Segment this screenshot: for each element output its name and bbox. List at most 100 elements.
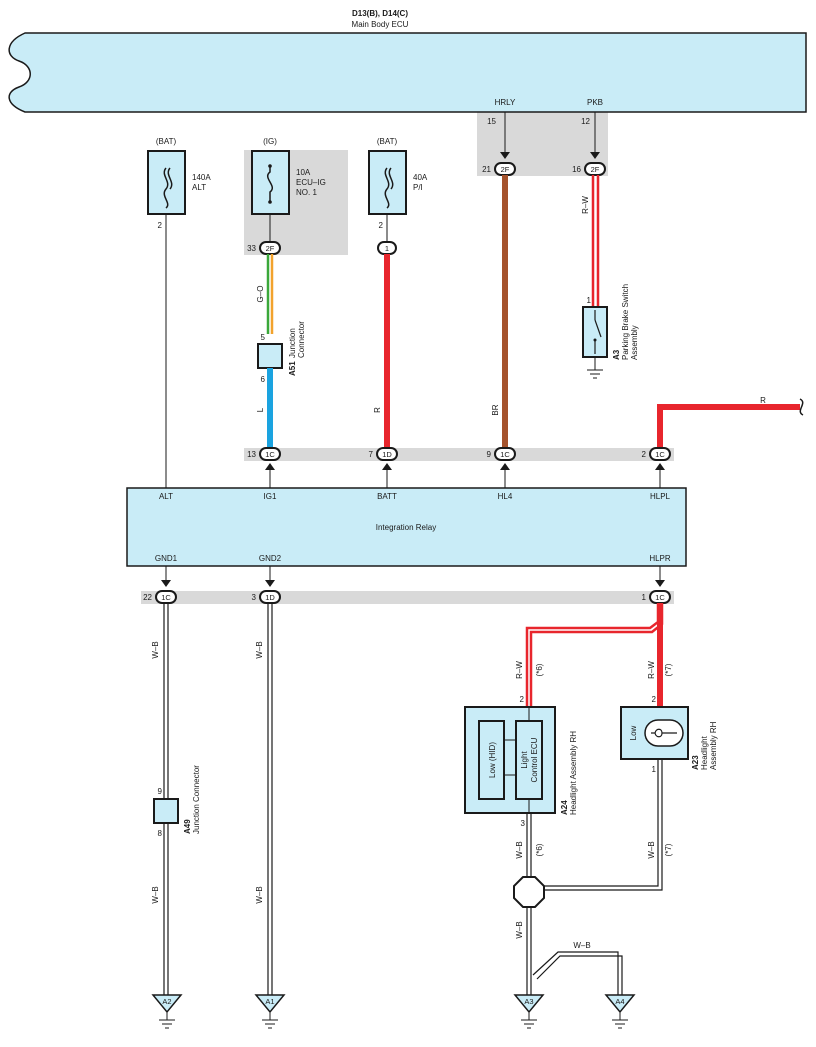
a24-name: Headlight Assembly RH	[569, 731, 578, 815]
a23-pin-bottom: 1	[652, 765, 657, 774]
wire-label-pi-r: R	[373, 407, 382, 413]
fuse-alt-source: (BAT)	[156, 137, 177, 146]
wire-label-go: G–O	[256, 286, 265, 303]
arrow-icon	[265, 463, 665, 470]
wire-label-a24-wb: W–B	[515, 841, 524, 858]
ecu-banner	[8, 32, 807, 113]
ground-a4: A4	[604, 994, 636, 1029]
fuse-pi	[368, 150, 407, 215]
ground-a3: A3	[513, 994, 545, 1029]
connector-1-pi: 1	[377, 241, 397, 255]
a24-ecu-label-2: Control ECU	[530, 737, 539, 782]
pkb-name-2: Assembly	[630, 325, 639, 360]
wire-break-icon	[799, 398, 804, 416]
relay-connector-pin-22: 22	[143, 593, 152, 602]
svg-text:1: 1	[385, 244, 389, 253]
pkb-switch-pin: 1	[587, 296, 592, 305]
arrow-icon	[590, 152, 600, 159]
a49-pin-bottom: 8	[158, 829, 163, 838]
svg-text:2F: 2F	[266, 244, 275, 253]
fuse-ig-source: (IG)	[263, 137, 277, 146]
relay-connector-pin-7: 7	[369, 450, 374, 459]
wire-a4-wb	[532, 951, 623, 995]
relay-pin-hlpl: HLPL	[650, 492, 671, 501]
relay-connector-22: 1C	[155, 590, 177, 604]
wire-pkb-rw	[591, 175, 600, 307]
relay-pin-hl4: HL4	[498, 492, 513, 501]
a23-name-1: Headlight	[700, 735, 709, 770]
a23-id: A23	[691, 755, 700, 770]
svg-text:1D: 1D	[265, 593, 275, 602]
wire-label-a23-rw: R–W	[647, 661, 656, 679]
fuse-ig-name-2: NO. 1	[296, 188, 317, 197]
relay-pin-hlpr: HLPR	[649, 554, 671, 563]
connector-2f-pkb: 2F	[584, 162, 606, 176]
fuse-alt-pin: 2	[158, 221, 163, 230]
a24-ecu-label-1: Light	[520, 751, 529, 769]
wire-a23-wb	[544, 759, 663, 891]
svg-text:A1: A1	[265, 997, 274, 1006]
ground-a2: A2	[151, 994, 183, 1029]
a23-lamp-label: Low	[629, 725, 638, 740]
wire-hlpl-r	[657, 404, 800, 448]
svg-text:A2: A2	[162, 997, 171, 1006]
connector-pin-16: 16	[572, 165, 581, 174]
ecu-pin-pkb: PKB	[587, 98, 603, 107]
wire-label-a4-wb: W–B	[573, 941, 590, 950]
svg-text:1C: 1C	[500, 450, 510, 459]
arrow-icon	[500, 152, 510, 159]
a24-lamp-label: Low (HID)	[488, 742, 497, 778]
a23-pin-top: 2	[652, 695, 657, 704]
a24-id: A24	[560, 800, 569, 815]
pkb-name-1: Parking Brake Switch	[621, 284, 630, 360]
relay-pin-ig1: IG1	[264, 492, 277, 501]
wire-label-a3-wb: W–B	[515, 921, 524, 938]
relay-connector-pin-1: 1	[642, 593, 647, 602]
a51-id: A51	[288, 361, 297, 376]
connector-2f-ig: 2F	[259, 241, 281, 255]
ecu-pin-12: 12	[581, 117, 590, 126]
relay-pin-gnd1: GND1	[155, 554, 178, 563]
relay-pin-batt: BATT	[377, 492, 397, 501]
connector-pin-33: 33	[247, 244, 256, 253]
ground-icon	[587, 369, 603, 379]
fuse-icon	[384, 167, 394, 209]
ground-a1: A1	[254, 994, 286, 1029]
a51-pin-top: 5	[261, 333, 266, 342]
wire-label-gnd1-upper: W–B	[151, 641, 160, 658]
wire-gnd1-wb	[163, 603, 169, 995]
fuse-ig-rating: 10A	[296, 168, 311, 177]
headlight-a23	[620, 706, 689, 760]
a24-pin-bottom: 3	[521, 819, 526, 828]
svg-text:1C: 1C	[655, 450, 665, 459]
fuse-icon	[267, 166, 273, 202]
wire-gnd2-wb	[267, 603, 273, 995]
junction-a51	[257, 343, 283, 369]
wire-label-gnd2-upper: W–B	[255, 641, 264, 658]
a51-name-2: Connector	[297, 321, 306, 358]
fuse-pi-pin: 2	[379, 221, 384, 230]
fuse-alt-name: ALT	[192, 183, 206, 192]
relay-connector-bar-top	[244, 448, 674, 461]
svg-text:1D: 1D	[382, 450, 392, 459]
wire-a24-wb	[526, 813, 532, 877]
wire-hlpr-rw	[525, 603, 664, 706]
fuse-ig-name-1: ECU–IG	[296, 178, 326, 187]
fuse-alt	[147, 150, 186, 215]
junction-a49	[153, 798, 179, 824]
relay-connector-pin-3: 3	[252, 593, 257, 602]
headlight-a24	[464, 706, 556, 814]
svg-text:A3: A3	[524, 997, 533, 1006]
svg-text:1C: 1C	[161, 593, 171, 602]
parking-brake-switch	[582, 306, 608, 358]
a51-name-1: Junction	[288, 328, 297, 358]
wire-label-gnd2-lower: W–B	[255, 886, 264, 903]
bulb-icon	[651, 728, 677, 738]
a23-name-2: Assembly RH	[709, 721, 718, 770]
wire-label-l: L	[256, 407, 265, 412]
pkb-id: A3	[612, 349, 621, 360]
wire-ig-go	[266, 254, 274, 334]
wire-a3-wb	[526, 907, 532, 995]
relay-name: Integration Relay	[376, 523, 436, 532]
